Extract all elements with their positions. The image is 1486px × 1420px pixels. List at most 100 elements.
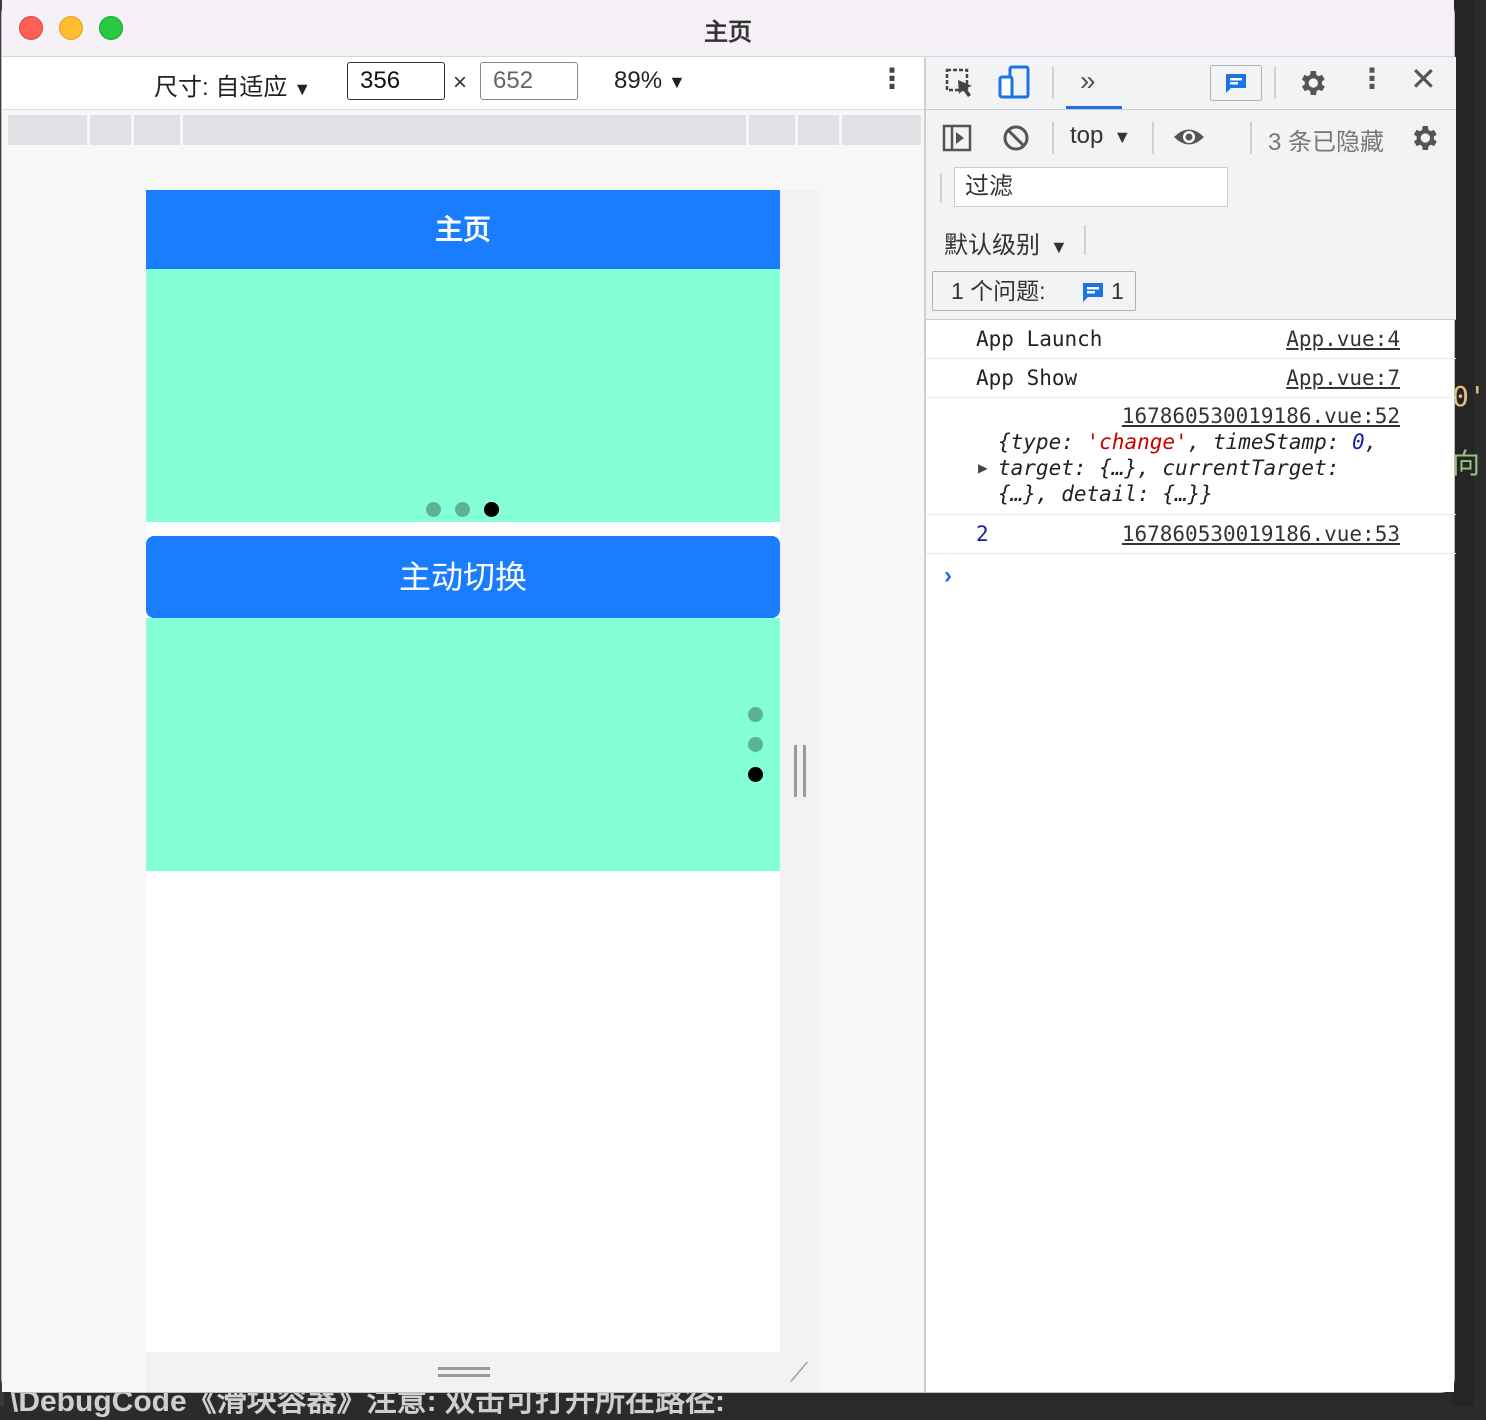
zoom-dropdown[interactable]: 89%▼ (614, 67, 686, 95)
device-toolbar: 尺寸: 自适应▼ 356 × 652 89%▼ ⋮ (2, 57, 924, 110)
issues-row: 1 个问题: 1 (926, 265, 1456, 320)
toolbar-separator (1250, 122, 1252, 154)
close-window-button[interactable] (19, 16, 43, 40)
clear-console-icon[interactable] (1002, 124, 1030, 152)
levels-row: 默认级别 ▼ (926, 215, 1456, 265)
swiper-horizontal[interactable] (146, 269, 780, 522)
message-icon (1226, 74, 1246, 93)
page-nav-bar: 主页 (146, 190, 780, 269)
object-text: , (1364, 430, 1378, 454)
issues-badge-button[interactable] (1210, 65, 1262, 101)
switch-button[interactable]: 主动切换 (146, 536, 780, 618)
resize-handle-right[interactable] (794, 745, 806, 797)
toolbar-separator (1052, 67, 1054, 99)
console-message-object: 167860530019186.vue:52 {type: 'change', … (926, 398, 1456, 515)
title-bar: 主页 (2, 0, 1454, 57)
console-message: 2 167860530019186.vue:53 (926, 515, 1456, 554)
device-viewport: 主页 主动切换 (146, 190, 780, 1352)
object-string-value: 'change' (1086, 430, 1188, 454)
object-text: , timeStamp: (1187, 430, 1353, 454)
toolbar-separator (1152, 122, 1154, 154)
devtools-panel: » ⋮ ✕ (924, 57, 1456, 1392)
swiper-dot[interactable] (426, 502, 441, 517)
device-bottom-strip (146, 1352, 820, 1392)
media-query-divider (839, 115, 842, 145)
console-message-text: App Launch (976, 327, 1103, 351)
device-toggle-icon[interactable] (998, 65, 1032, 101)
console-number-value: 2 (976, 522, 989, 546)
toolbar-separator (940, 173, 942, 203)
context-selector[interactable]: top▼ (1070, 122, 1131, 150)
swiper-dot-active[interactable] (748, 767, 763, 782)
expand-triangle-icon[interactable]: ▶ (978, 458, 988, 477)
console-settings-gear-icon[interactable] (1408, 122, 1440, 154)
log-level-dropdown[interactable]: 默认级别 ▼ (944, 225, 1068, 260)
object-preview-line: {…}, detail: {…}} (998, 482, 1213, 506)
swiper-dot[interactable] (748, 737, 763, 752)
devtools-menu-icon[interactable]: ⋮ (1358, 63, 1386, 94)
dropdown-arrow-icon: ▼ (1050, 237, 1068, 257)
dropdown-arrow-icon: ▼ (668, 72, 686, 92)
object-preview-line[interactable]: target: {…}, currentTarget: (998, 456, 1340, 480)
source-link[interactable]: 167860530019186.vue:52 (1121, 404, 1400, 428)
times-icon: × (453, 69, 468, 96)
media-query-divider (746, 115, 749, 145)
filter-input[interactable]: 过滤 (954, 167, 1228, 207)
log-level-label: 默认级别 (944, 232, 1040, 259)
object-preview-line: {type: 'change', timeStamp: 0, (998, 430, 1377, 454)
device-emulation-area: 尺寸: 自适应▼ 356 × 652 89%▼ ⋮ ⟋ 主页 (2, 57, 924, 1392)
dimensions-dropdown[interactable]: 尺寸: 自适应▼ (154, 67, 311, 102)
object-number-value: 0 (1352, 430, 1365, 454)
resize-corner-icon[interactable]: ⟋ (790, 1357, 809, 1387)
issues-label: 1 个问题: (951, 278, 1046, 304)
hidden-messages-count: 3 条已隐藏 (1268, 129, 1385, 156)
resize-handle-bottom[interactable] (438, 1367, 490, 1377)
filter-row: 过滤 (926, 165, 1456, 215)
swiper-vertical[interactable] (146, 618, 780, 871)
more-options-icon[interactable]: ⋮ (878, 63, 906, 94)
console-message: App Show App.vue:7 (926, 359, 1456, 398)
swiper-dot[interactable] (455, 502, 470, 517)
settings-gear-icon[interactable] (1296, 67, 1328, 99)
minimize-window-button[interactable] (59, 16, 83, 40)
object-text: {type: (998, 430, 1087, 454)
width-input[interactable]: 356 (347, 62, 445, 100)
zoom-value: 89% (614, 67, 663, 94)
background-code-snippet: 向 (1452, 448, 1481, 479)
console-output: App Launch App.vue:4 App Show App.vue:7 … (926, 320, 1456, 554)
devtools-main-toolbar: » ⋮ ✕ (926, 57, 1456, 110)
more-tabs-button[interactable]: » (1066, 57, 1122, 109)
maximize-window-button[interactable] (99, 16, 123, 40)
toolbar-separator (1084, 225, 1086, 255)
console-message: App Launch App.vue:4 (926, 320, 1456, 359)
toolbar-separator (1052, 122, 1054, 154)
close-devtools-icon[interactable]: ✕ (1410, 61, 1437, 97)
height-input[interactable]: 652 (480, 62, 578, 100)
console-toolbar: top▼ 3 条已隐藏 (926, 110, 1456, 165)
context-label: top (1070, 122, 1104, 149)
console-message-text: App Show (976, 366, 1078, 390)
window-title: 主页 (704, 19, 752, 46)
media-query-bar[interactable] (8, 115, 921, 145)
device-scroll-track (780, 190, 820, 1352)
page-title: 主页 (434, 214, 491, 245)
message-icon (1083, 283, 1103, 302)
dropdown-arrow-icon: ▼ (293, 79, 312, 99)
media-query-divider (87, 115, 90, 145)
inspect-element-icon[interactable] (944, 67, 976, 99)
swiper-dot[interactable] (748, 707, 763, 722)
media-query-divider (180, 115, 183, 145)
live-expression-eye-icon[interactable] (1172, 126, 1206, 148)
browser-window: 主页 尺寸: 自适应▼ 356 × 652 89%▼ ⋮ ⟋ (2, 0, 1456, 1392)
dimensions-label: 尺寸: 自适应 (154, 74, 288, 101)
media-query-divider (795, 115, 798, 145)
swiper-dot-active[interactable] (484, 502, 499, 517)
background-code-snippet: 0' (1452, 380, 1486, 413)
source-link[interactable]: App.vue:4 (1286, 327, 1400, 351)
console-prompt-icon[interactable]: › (944, 562, 952, 589)
issues-button[interactable]: 1 个问题: 1 (932, 271, 1136, 311)
source-link[interactable]: 167860530019186.vue:53 (1121, 522, 1400, 546)
source-link[interactable]: App.vue:7 (1286, 366, 1400, 390)
sidebar-toggle-icon[interactable] (942, 124, 972, 152)
double-chevron-icon: » (1080, 65, 1096, 96)
